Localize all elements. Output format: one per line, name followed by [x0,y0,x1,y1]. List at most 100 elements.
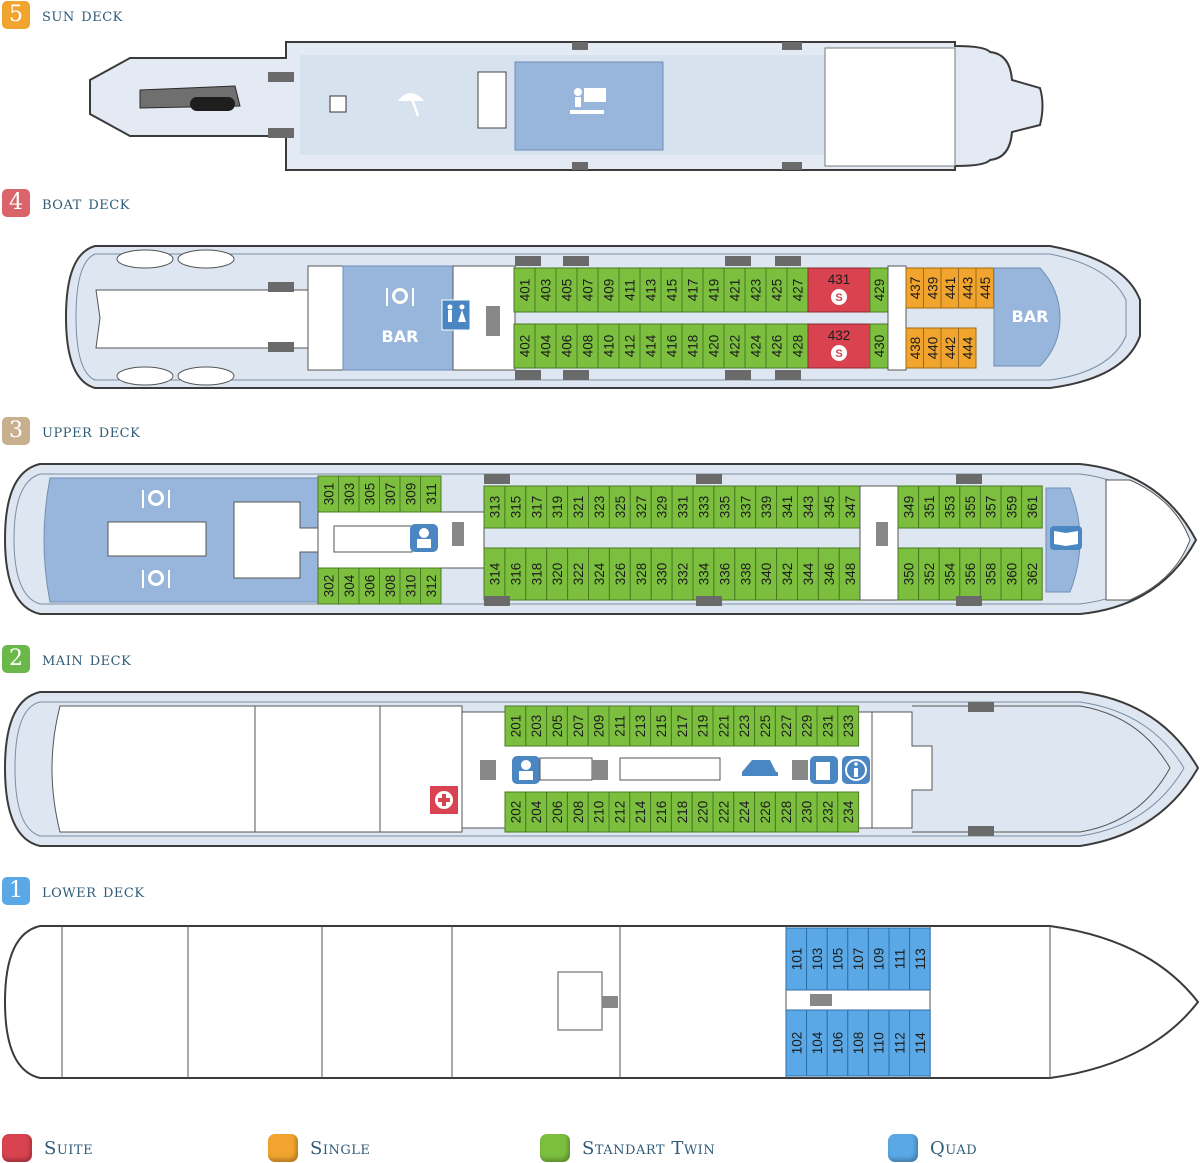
cabin-number: 415 [665,279,680,302]
cabin-number: 305 [362,483,377,506]
cabin-number: 219 [696,715,711,738]
umbrella-icon [397,93,425,117]
cabin-number: 361 [1025,496,1040,519]
cabin-number: 403 [539,279,554,302]
cabin-number: 321 [571,496,586,519]
restaurant-buffet [107,521,207,557]
lower-deck-stairs [602,996,618,1008]
cabin[interactable] [909,1009,931,1077]
cabin-number: 442 [943,337,958,360]
cabin-number: 310 [403,575,418,598]
deck-label: lower deck [42,880,145,902]
cabin-number: 302 [321,575,336,598]
gangway [572,42,588,50]
boat-deck-aft-bar [342,265,454,371]
cabin-number: 332 [676,563,691,586]
restroom-icon [441,299,471,331]
cabin-number: 356 [963,563,978,586]
cabin-number: 216 [654,801,669,824]
cabin-number: 209 [592,715,607,738]
suite-mark: S [835,348,842,360]
cabin-number: 401 [518,279,533,302]
cabin-number: 301 [321,483,336,506]
cabin-number: 408 [581,335,596,358]
cabin-number: 108 [851,1032,866,1055]
cabin-number: 328 [634,563,649,586]
cabin-number: 443 [960,277,975,300]
cabin-number: 409 [602,279,617,302]
main-deck-lobby [871,711,933,829]
boat-deck-rail [75,253,1127,381]
cabin-number: 203 [529,715,544,738]
cabin-number: 334 [696,562,711,585]
cabin-number: 337 [738,496,753,519]
cabin-number: 210 [592,801,607,824]
cabin-number: 430 [872,335,887,358]
cabin[interactable] [1021,485,1043,529]
cabin-number: 420 [707,335,722,358]
main-deck-rail [14,701,1185,837]
cabin-number: 360 [1004,563,1019,586]
cabin-number: 205 [550,715,565,738]
cabin-number: 339 [759,496,774,519]
cabin-number: 441 [943,277,958,300]
boat-deck-corridor [307,265,344,371]
boat-deck-aft-area [95,289,309,349]
cabin-number: 106 [831,1032,846,1055]
legend-label: Suite [44,1137,94,1159]
cabin-number: 445 [978,277,993,300]
cabin-number: 214 [633,800,648,823]
engine-room-hatch [557,971,603,1031]
cabin-number: 225 [758,715,773,738]
cabin-number: 319 [550,496,565,519]
cabin-number: 218 [675,801,690,824]
cabin-number: 444 [960,336,975,359]
sun-deck-stairs [477,71,507,129]
cabin-number: 325 [613,496,628,519]
cabin[interactable] [1021,547,1043,601]
cabin[interactable] [909,927,931,991]
cabin-number: 412 [623,335,638,358]
cabin-number: 410 [602,335,617,358]
cabin[interactable] [958,327,977,369]
cabin-number: 416 [665,335,680,358]
cabin-number: 440 [925,337,940,360]
cabin-number: 201 [508,715,523,738]
cabin-number: 313 [487,496,502,519]
cabin-number: 402 [518,335,533,358]
legend-label: Standart Twin [582,1137,716,1159]
cabin-number: 230 [800,801,815,824]
cabin-number: 320 [550,563,565,586]
cabin-number: 362 [1025,563,1040,586]
cabin-number: 224 [737,800,752,823]
gangways [484,474,982,606]
cabin-number: 318 [529,563,544,586]
cabin[interactable] [837,791,860,833]
boat-deck-passage [887,265,907,371]
cabin-number: 208 [571,801,586,824]
deck-number-badge: 4 [2,189,30,217]
legend-item-standart-twin: Standart Twin [540,1133,715,1163]
cabin-number: 233 [841,715,856,738]
cabin-number: 343 [801,496,816,519]
cabin-number: 414 [644,334,659,357]
cabin-number: 429 [872,279,887,302]
cabin-number: 346 [822,563,837,586]
cabin[interactable] [837,705,860,747]
cabin[interactable] [420,567,442,605]
cabin-number: 202 [508,801,523,824]
cabin-number: 437 [908,277,923,300]
cabin[interactable] [420,475,442,513]
main-deck-counter [539,757,593,781]
cabin-number: 413 [644,279,659,302]
cabin-number: 345 [822,496,837,519]
cabin-number: 424 [749,334,764,357]
sun-deck-screen-area [514,61,664,151]
